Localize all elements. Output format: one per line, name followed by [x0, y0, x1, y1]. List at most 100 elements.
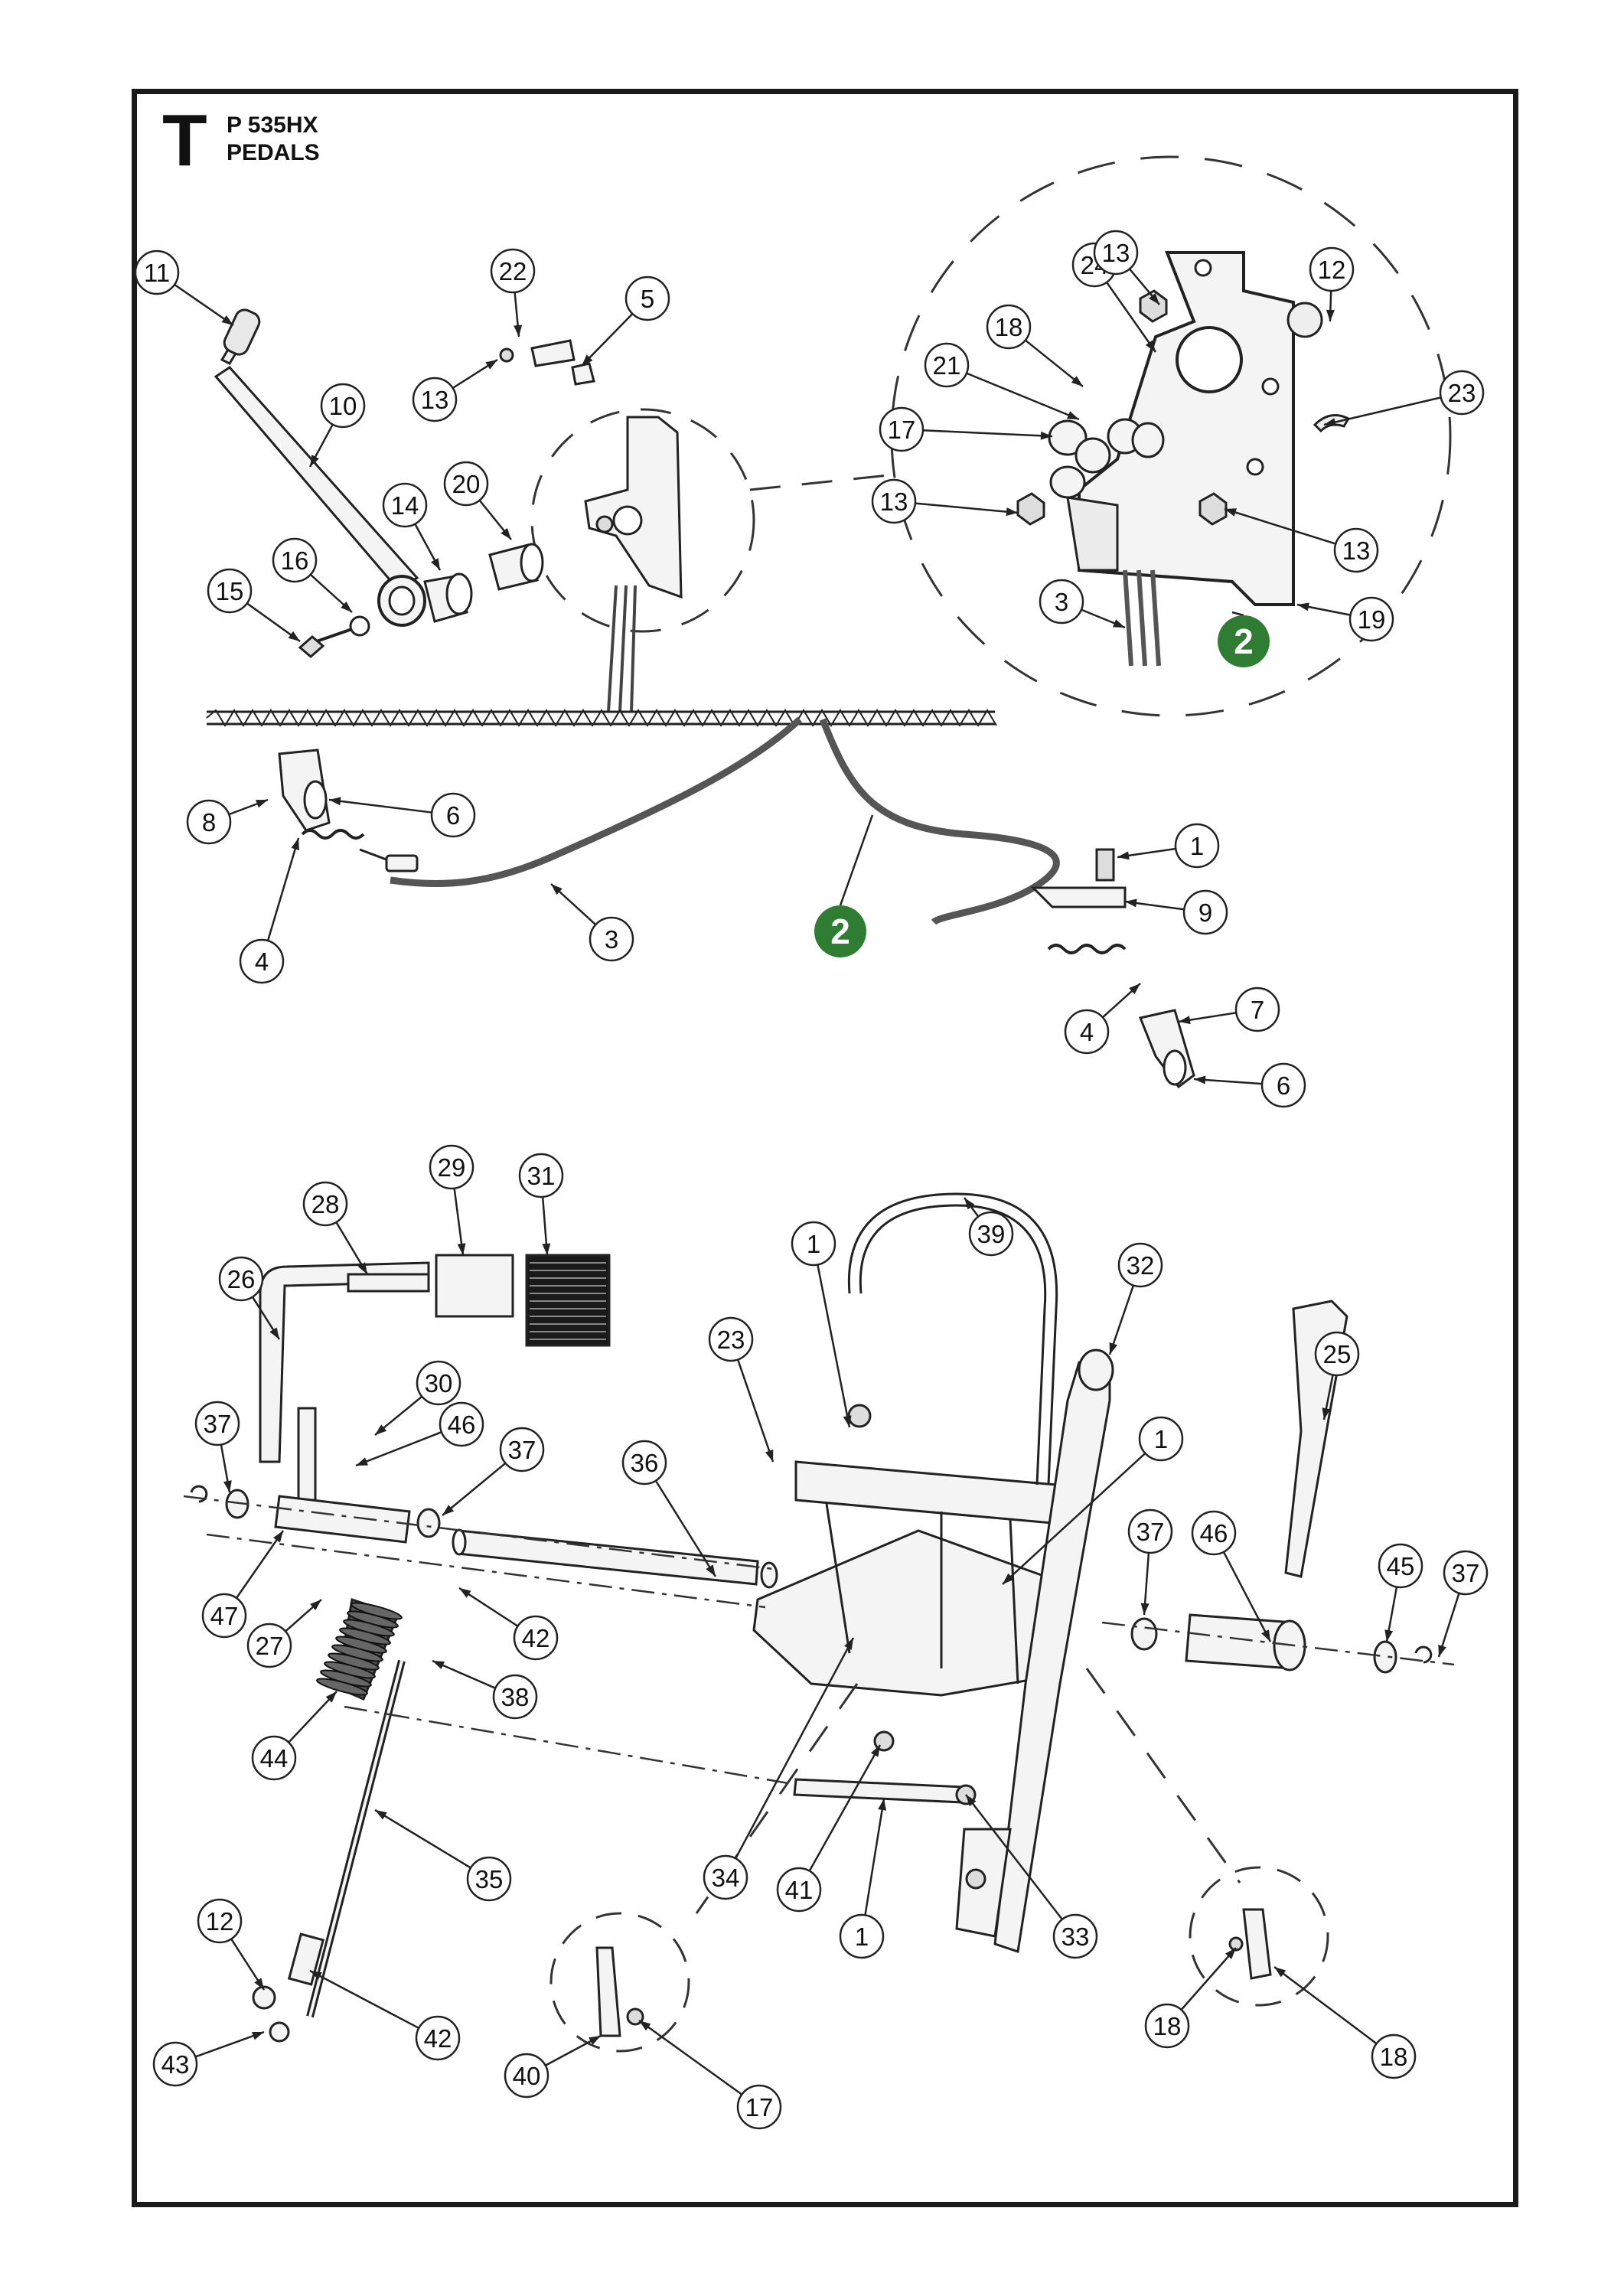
leader-line: [638, 2019, 743, 2095]
callout-43: 43: [152, 2041, 198, 2087]
leader-arrowhead: [310, 1600, 321, 1611]
control-plate-small: [584, 416, 683, 713]
detail-circle-small: [530, 408, 755, 633]
callout-14: 14: [382, 482, 428, 528]
callout-number: 6: [446, 801, 460, 830]
callout-number: 3: [1055, 588, 1068, 616]
callout-number: 28: [311, 1190, 340, 1218]
callout-31: 31: [518, 1153, 564, 1199]
callout-number: 14: [391, 491, 419, 520]
leader-arrowhead: [329, 797, 341, 806]
callout-38: 38: [492, 1674, 538, 1720]
leader-arrowhead: [375, 1810, 387, 1820]
pedal-arm-26: [259, 1254, 611, 1502]
leader-arrowhead: [1109, 1342, 1118, 1355]
callout-8: 8: [186, 799, 232, 845]
leader-arrowhead: [1125, 899, 1137, 908]
control-plate-detail: [1016, 251, 1351, 667]
leader-arrowhead: [325, 1691, 337, 1703]
leader-line: [1323, 396, 1442, 426]
throttle-handle: [214, 308, 544, 658]
leader-arrowhead: [878, 1799, 887, 1811]
callout-number: 7: [1251, 996, 1264, 1024]
leader-line: [194, 2030, 265, 2058]
callout-42: 42: [513, 1615, 559, 1661]
leader-arrowhead: [765, 1450, 774, 1462]
callout-15: 15: [207, 568, 253, 614]
callout-1: 1: [791, 1221, 836, 1267]
leader-line: [1106, 282, 1157, 353]
callout-number: 26: [227, 1265, 256, 1293]
callout-40: 40: [504, 2053, 549, 2099]
leader-line: [266, 837, 300, 941]
callout-46: 46: [1191, 1510, 1237, 1556]
callout-number: 47: [210, 1602, 239, 1630]
leader-line: [309, 1969, 419, 2030]
leader-arrowhead: [1071, 376, 1083, 386]
leader-arrowhead: [1384, 1629, 1394, 1642]
callout-number: 18: [995, 313, 1023, 341]
leader-arrowhead: [357, 1262, 367, 1274]
callout-number: 1: [855, 1923, 869, 1951]
leader-line: [1002, 1453, 1146, 1585]
callout-number: 46: [448, 1411, 476, 1439]
leader-line: [458, 1587, 519, 1627]
cable-assembly-badge: 2: [1218, 615, 1270, 667]
callout-number: 1: [1190, 832, 1204, 860]
leader-arrowhead: [1006, 507, 1018, 517]
callout-47: 47: [201, 1593, 247, 1639]
callout-number: 37: [1136, 1518, 1165, 1546]
callout-number: 1: [1154, 1425, 1168, 1453]
callout-30: 30: [416, 1360, 461, 1406]
callout-number: 18: [1153, 2012, 1182, 2040]
callout-number: 9: [1198, 899, 1212, 927]
callout-number: 10: [329, 392, 357, 420]
leader-arrowhead: [442, 1505, 455, 1515]
callout-number: 12: [1318, 256, 1346, 284]
callout-number: 4: [1080, 1018, 1094, 1046]
callout-number: 13: [421, 386, 449, 414]
callout-13: 13: [1333, 527, 1379, 573]
leader-arrowhead: [514, 325, 523, 337]
leader-arrowhead: [431, 558, 440, 570]
leader-arrowhead: [256, 800, 268, 808]
leader-arrowhead: [1297, 602, 1309, 612]
small-bracket-parts: [499, 339, 595, 386]
leader-arrowhead: [1326, 309, 1335, 321]
leader-arrowhead: [1225, 508, 1237, 517]
lever-25: [1130, 1300, 1433, 1674]
callout-9: 9: [1182, 889, 1228, 935]
leader-line: [235, 1530, 285, 1599]
leader-line: [174, 283, 234, 327]
callout-number: 22: [499, 257, 527, 285]
leader-arrowhead: [1140, 1603, 1150, 1615]
callout-number: 29: [438, 1153, 466, 1182]
leader-arrowhead: [1145, 340, 1156, 352]
leader-line: [1224, 507, 1336, 545]
leader-arrowhead: [485, 360, 497, 370]
badge-number: 2: [1234, 621, 1254, 661]
callout-33: 33: [1052, 1913, 1098, 1959]
callout-16: 16: [272, 537, 318, 583]
section-title: PEDALS: [227, 140, 320, 165]
callout-25: 25: [1314, 1331, 1360, 1377]
callout-42: 42: [415, 2015, 461, 2061]
leader-line: [1273, 1965, 1378, 2045]
leader-arrowhead: [844, 1638, 853, 1650]
leader-line: [915, 502, 1019, 514]
callout-1: 1: [839, 1913, 885, 1959]
model-name: P 535HX: [227, 113, 318, 138]
callout-37: 37: [499, 1427, 545, 1473]
callout-1: 1: [1138, 1416, 1184, 1462]
cables: [390, 716, 1060, 925]
leader-arrowhead: [542, 1243, 551, 1255]
callout-6: 6: [1260, 1062, 1306, 1108]
leader-arrowhead: [639, 2020, 651, 2031]
callout-17: 17: [879, 406, 925, 452]
callout-18: 18: [1144, 2003, 1190, 2049]
spring-bracket-right: [1030, 848, 1195, 1089]
leader-arrowhead: [252, 2031, 264, 2040]
callout-12: 12: [197, 1898, 243, 1944]
